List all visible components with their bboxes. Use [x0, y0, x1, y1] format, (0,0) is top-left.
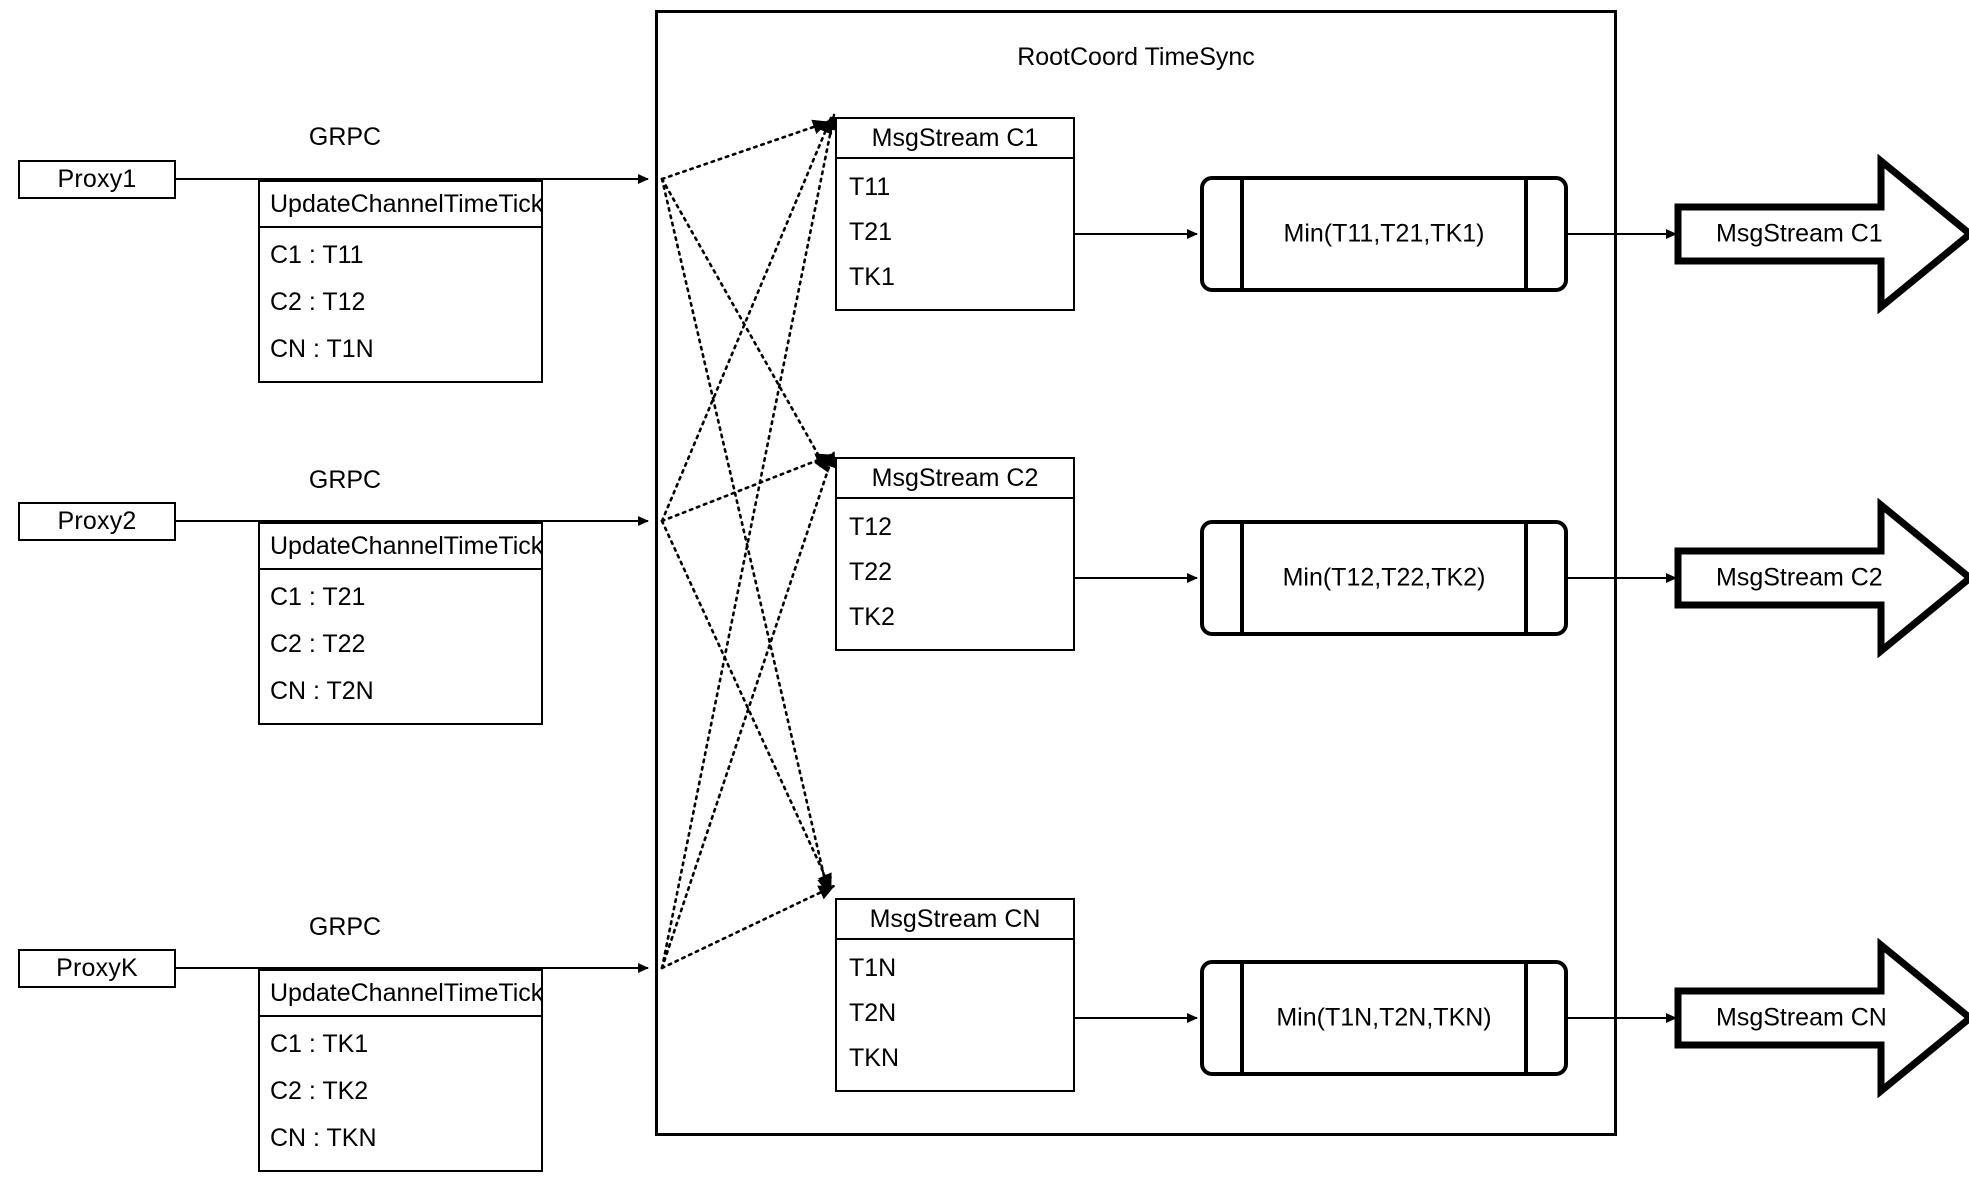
- msgstream-body: T12 T22 TK2: [837, 499, 1073, 649]
- output-label: MsgStream C1: [1716, 219, 1883, 248]
- update-channel-timetick-table-3: UpdateChannelTimeTick C1 : TK1 C2 : TK2 …: [258, 969, 543, 1172]
- min-label: Min(T1N,T2N,TKN): [1276, 1003, 1492, 1032]
- tick-row: C1 : TK1: [270, 1030, 369, 1059]
- dispatch-p1-cn: [660, 177, 832, 895]
- dispatch-p2-c2: [660, 453, 833, 523]
- tick-table-header: UpdateChannelTimeTick: [260, 524, 543, 570]
- dispatch-pk-c1: [660, 113, 839, 970]
- process-bar-right: [1524, 520, 1528, 636]
- publish-edges: [1563, 229, 1677, 1023]
- dispatch-p2-c1: [660, 116, 833, 523]
- process-bar-right: [1524, 176, 1528, 292]
- msgstream-row: T21: [849, 217, 893, 246]
- proxy-label: Proxy2: [57, 507, 137, 535]
- update-channel-timetick-table-2: UpdateChannelTimeTick C1 : T21 C2 : T22 …: [258, 522, 543, 725]
- output-label: MsgStream CN: [1716, 1003, 1887, 1032]
- tick-row: C1 : T11: [270, 241, 364, 270]
- proxy-label: Proxy1: [57, 165, 137, 193]
- msgstream-row: T22: [849, 557, 893, 586]
- min-process-c2: Min(T12,T22,TK2): [1200, 520, 1568, 636]
- msgstream-header: MsgStream C1: [837, 119, 1073, 159]
- tick-row: CN : T2N: [270, 677, 374, 706]
- msgstream-body: T11 T21 TK1: [837, 159, 1073, 309]
- process-bar-left: [1240, 520, 1244, 636]
- tick-table-header: UpdateChannelTimeTick: [260, 971, 543, 1017]
- dispatch-p2-cn: [660, 519, 833, 891]
- tick-table-body: C1 : T21 C2 : T22 CN : T2N: [260, 570, 541, 723]
- msgstream-header: MsgStream CN: [837, 900, 1073, 940]
- min-label: Min(T11,T21,TK1): [1283, 219, 1485, 248]
- output-label: MsgStream C2: [1716, 563, 1883, 592]
- tick-row: C2 : T22: [270, 630, 366, 659]
- process-bar-left: [1240, 960, 1244, 1076]
- tick-table-body: C1 : TK1 C2 : TK2 CN : TKN: [260, 1017, 541, 1170]
- min-process-cn: Min(T1N,T2N,TKN): [1200, 960, 1568, 1076]
- update-channel-timetick-table-1: UpdateChannelTimeTick C1 : T11 C2 : T12 …: [258, 180, 543, 383]
- msgstream-body: T1N T2N TKN: [837, 940, 1073, 1090]
- panel-title: RootCoord TimeSync: [1017, 43, 1255, 71]
- tick-row: C1 : T21: [270, 583, 366, 612]
- dispatch-pk-cn: [660, 884, 836, 970]
- dispatch-pk-c2: [660, 450, 837, 970]
- output-block-arrow-c1: MsgStream C1: [1674, 153, 1969, 315]
- msgstream-row: T12: [849, 513, 893, 542]
- proxy-box-2[interactable]: Proxy2: [18, 502, 176, 541]
- tick-row: CN : T1N: [270, 335, 374, 364]
- tick-table-body: C1 : T11 C2 : T12 CN : T1N: [260, 228, 541, 381]
- tick-row: C2 : T12: [270, 288, 366, 317]
- grpc-label-1: GRPC: [308, 123, 382, 151]
- msgstream-row: TKN: [849, 1043, 899, 1072]
- rootcoord-timesync-panel: [655, 10, 1617, 1136]
- tick-row: C2 : TK2: [270, 1077, 369, 1106]
- min-label: Min(T12,T22,TK2): [1282, 563, 1486, 592]
- process-bar-right: [1524, 960, 1528, 1076]
- msgstream-row: TK1: [849, 262, 895, 291]
- proxy-label: ProxyK: [56, 954, 138, 982]
- proxy-box-1[interactable]: Proxy1: [18, 160, 176, 199]
- proxy-box-3[interactable]: ProxyK: [18, 949, 176, 988]
- msgstream-table-c2: MsgStream C2 T12 T22 TK2: [835, 457, 1075, 651]
- msgstream-row: TK2: [849, 602, 895, 631]
- reduce-edges: [1073, 229, 1198, 1023]
- msgstream-row: T11: [849, 173, 891, 202]
- msgstream-table-cn: MsgStream CN T1N T2N TKN: [835, 898, 1075, 1092]
- output-block-arrow-cn: MsgStream CN: [1674, 937, 1969, 1099]
- msgstream-table-c1: MsgStream C1 T11 T21 TK1: [835, 117, 1075, 311]
- msgstream-row: T1N: [849, 954, 897, 983]
- tick-row: CN : TKN: [270, 1124, 377, 1153]
- dispatch-edges: [660, 113, 839, 970]
- tick-table-header: UpdateChannelTimeTick: [260, 182, 543, 228]
- grpc-label-2: GRPC: [308, 466, 382, 494]
- msgstream-header: MsgStream C2: [837, 459, 1073, 499]
- grpc-label-3: GRPC: [308, 913, 382, 941]
- min-process-c1: Min(T11,T21,TK1): [1200, 176, 1568, 292]
- output-block-arrow-c2: MsgStream C2: [1674, 497, 1969, 659]
- process-bar-left: [1240, 176, 1244, 292]
- msgstream-row: T2N: [849, 998, 897, 1027]
- dispatch-p1-c1: [660, 119, 830, 181]
